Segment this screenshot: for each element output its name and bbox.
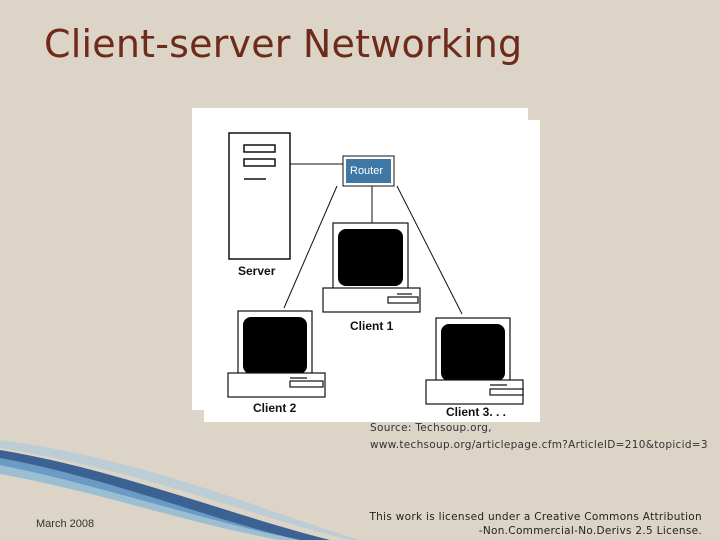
- license-line-1: This work is licensed under a Creative C…: [369, 511, 702, 523]
- footer-swoosh: [0, 440, 360, 540]
- server-icon: [228, 132, 291, 260]
- license-notice: This work is licensed under a Creative C…: [330, 510, 702, 538]
- client2-computer-icon: [227, 310, 326, 398]
- link-router-client2: [283, 185, 338, 309]
- client2-label: Client 2: [253, 401, 297, 415]
- source-citation: Source: Techsoup.org, www.techsoup.org/a…: [370, 420, 708, 454]
- footer-date: March 2008: [36, 518, 95, 530]
- router-icon: [342, 155, 395, 187]
- router-label: Router: [350, 165, 383, 177]
- client3-computer-icon: [425, 317, 524, 405]
- network-diagram: Server Router Client 1 Client 2 Client 3…: [192, 108, 528, 419]
- source-url: www.techsoup.org/articlepage.cfm?Article…: [370, 439, 708, 451]
- license-line-2: -Non.Commercial-No.Derivs 2.5 License.: [478, 525, 702, 537]
- client1-label: Client 1: [350, 319, 394, 333]
- slide-title: Client-server Networking: [44, 22, 523, 66]
- client1-computer-icon: [322, 222, 421, 313]
- link-router-client3: [396, 185, 463, 315]
- source-line-1: Source: Techsoup.org,: [370, 422, 492, 434]
- client3-label: Client 3. . .: [446, 405, 506, 419]
- server-label: Server: [238, 264, 276, 278]
